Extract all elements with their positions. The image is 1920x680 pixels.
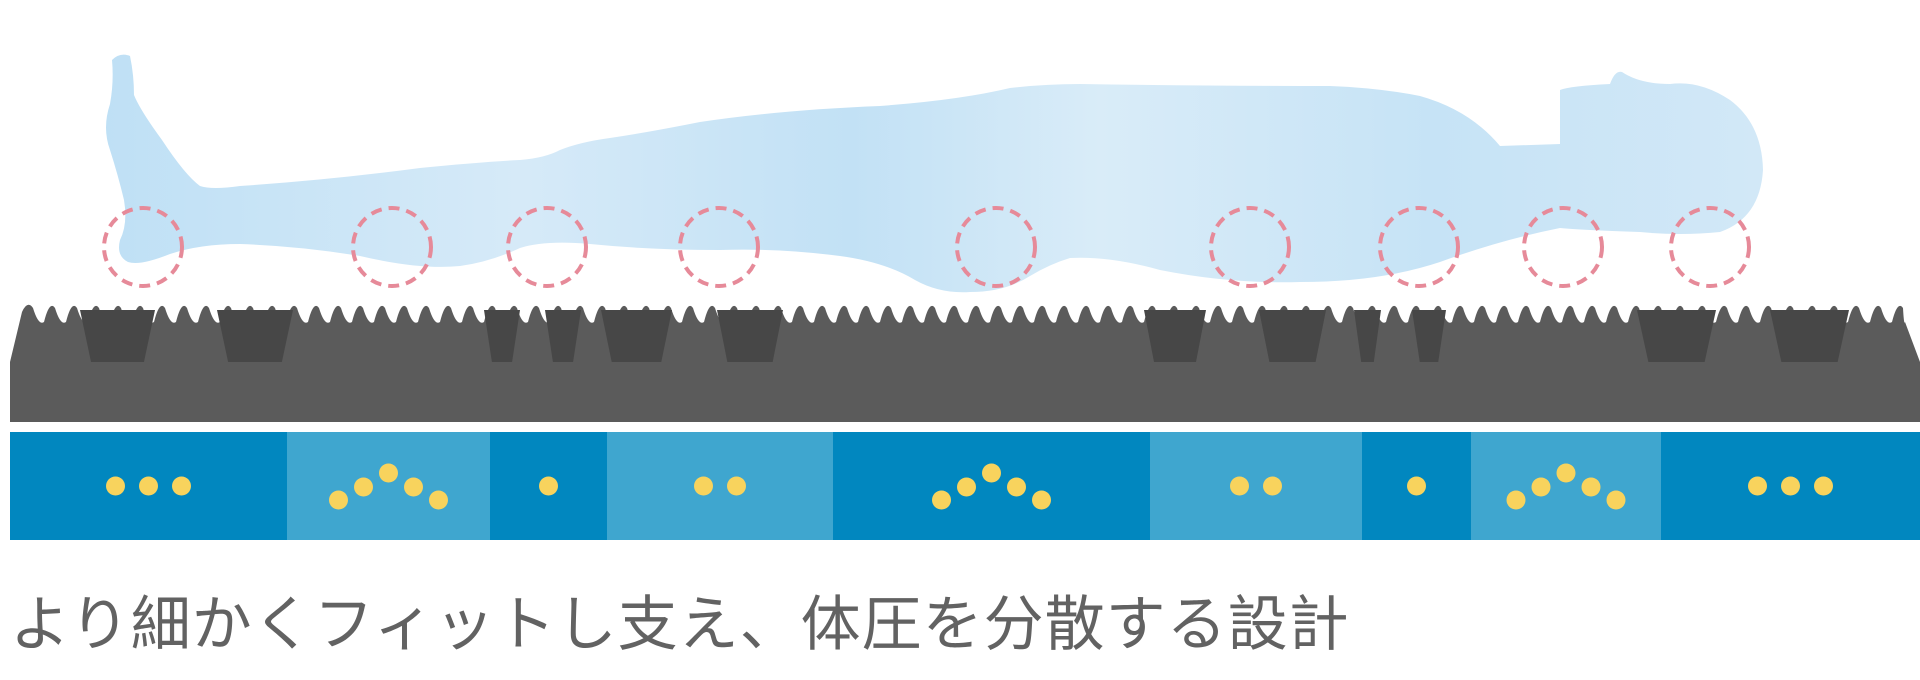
layer-gap	[10, 422, 1920, 432]
spring-dot	[1781, 476, 1800, 496]
pressure-point-circle	[678, 206, 760, 288]
pressure-point-circle	[1669, 206, 1751, 288]
spring-dot	[539, 476, 558, 496]
spring-dot	[354, 477, 373, 497]
base-segment	[833, 432, 1150, 540]
spring-dot	[379, 463, 398, 483]
spring-dot	[1032, 490, 1051, 510]
caption-text: より細かくフィットし支え、体圧を分散する設計	[10, 590, 1350, 660]
spring-dot	[1506, 490, 1526, 510]
spring-dot	[329, 490, 348, 510]
pressure-point-circle	[955, 206, 1037, 288]
base-segment	[1150, 432, 1362, 540]
foam-notch	[1144, 310, 1206, 362]
spring-dot	[1263, 476, 1282, 496]
pressure-point-circle	[1209, 206, 1291, 288]
base-segment	[607, 432, 833, 540]
foam-notch	[217, 310, 293, 362]
foam-notch	[1770, 310, 1849, 362]
spring-dot	[106, 476, 125, 496]
spring-dot	[1556, 463, 1576, 483]
foam-notch	[1412, 310, 1446, 362]
spring-dot	[957, 477, 976, 497]
spring-dot	[429, 490, 448, 510]
spring-dot	[932, 490, 951, 510]
pressure-point-circle	[506, 206, 588, 288]
pressure-point-circle	[351, 206, 433, 288]
foam-notch	[484, 310, 520, 362]
body-silhouette	[106, 54, 1763, 293]
spring-dot	[1606, 490, 1626, 510]
spring-dot	[727, 476, 746, 496]
foam-notch	[717, 310, 783, 362]
spring-dot	[172, 476, 191, 496]
foam-notch	[1637, 310, 1716, 362]
spring-dot	[139, 476, 158, 496]
spring-dot	[694, 476, 713, 496]
foam-notch	[545, 310, 581, 362]
pressure-point-circle	[1522, 206, 1604, 288]
foam-notch	[80, 310, 155, 362]
spring-dot	[1814, 476, 1833, 496]
spring-dot	[1007, 477, 1026, 497]
spring-dot	[1748, 476, 1767, 496]
foam-layer	[10, 304, 1920, 422]
base-segment	[287, 432, 490, 540]
spring-dot	[1407, 476, 1426, 496]
base-segment	[1471, 432, 1661, 540]
foam-notch	[1259, 310, 1326, 362]
foam-notch	[1354, 310, 1381, 362]
spring-dot	[1531, 477, 1551, 497]
spring-dot	[404, 477, 423, 497]
pressure-point-circle	[1378, 206, 1460, 288]
spring-dot	[1230, 476, 1249, 496]
spring-dot	[982, 463, 1001, 483]
pressure-point-circle	[102, 206, 184, 288]
foam-notch	[601, 310, 672, 362]
spring-dot	[1581, 477, 1601, 497]
